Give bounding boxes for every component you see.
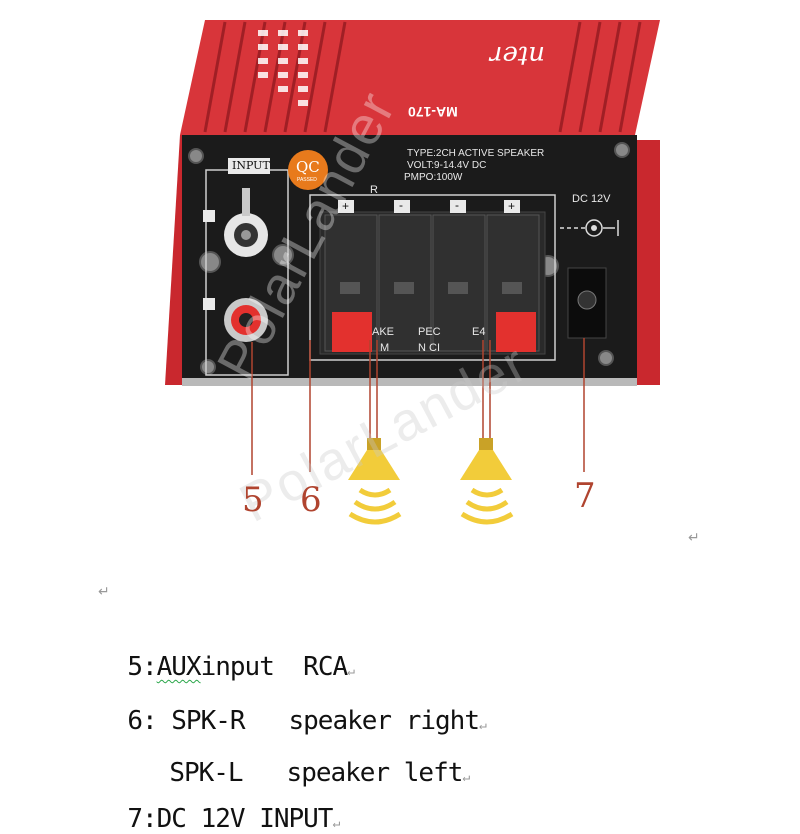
legend-line-1-a: 5: <box>127 652 157 682</box>
spec-line-2: VOLT:9-14.4V DC <box>407 160 487 171</box>
amplifier-photo <box>165 20 660 525</box>
legend-line-4-text: 7:DC 12V INPUT <box>127 804 333 834</box>
speaker-icon-right <box>460 438 514 525</box>
qc-sticker <box>288 150 328 190</box>
speaker-text-3: E4 <box>472 326 486 338</box>
legend-line-1-aux: AUX <box>156 652 202 682</box>
spec-line-3: PMPO:100W <box>404 172 463 183</box>
qc-text: QC <box>296 158 320 176</box>
channel-r-label: R <box>370 184 378 196</box>
paragraph-mark-2: ↵ <box>98 584 110 600</box>
callout-5: 5 <box>242 480 264 520</box>
legend-line-3: SPK-L speaker left↵ <box>140 728 470 788</box>
speaker-text-1: AKE <box>372 326 395 338</box>
callout-6: 6 <box>300 480 322 520</box>
callout-7: 7 <box>574 476 596 516</box>
legend-para-mark-1: ↵ <box>347 664 355 679</box>
legend-line-1-c: input RCA <box>200 652 349 682</box>
amplifier-housing <box>165 20 660 385</box>
model-text: MA-170 <box>408 104 458 120</box>
speaker-icon-left <box>348 438 402 525</box>
rca-jack-red <box>224 298 268 342</box>
legend-line-2: 6: SPK-R speaker right↵ <box>98 676 486 736</box>
spec-line-1: TYPE:2CH ACTIVE SPEAKER <box>407 148 545 159</box>
qc-sub: PASSED <box>297 177 317 183</box>
speaker-text-4: M <box>380 342 390 354</box>
legend-line-3-text: SPK-L speaker left <box>169 758 463 788</box>
legend-para-mark-2: ↵ <box>479 718 487 733</box>
terminal-mark-1: + <box>342 199 350 213</box>
terminal-mark-2: - <box>399 198 403 212</box>
legend-line-1: 5:AUXinput RCA↵ <box>98 622 355 682</box>
speaker-terminal-outline <box>309 194 556 361</box>
terminal-mark-3: - <box>455 198 459 212</box>
dc-label: DC 12V <box>572 193 611 205</box>
paragraph-mark-1: ↵ <box>688 530 700 546</box>
input-label: INPUT <box>232 159 270 172</box>
dc-jack <box>560 219 619 339</box>
terminal-mark-4: + <box>508 199 516 213</box>
speaker-text-5: N CI <box>418 342 440 354</box>
legend-line-4: 7:DC 12V INPUT↵ <box>98 774 340 834</box>
legend-line-2-text: 6: SPK-R speaker right <box>127 706 480 736</box>
legend-para-mark-4: ↵ <box>332 816 340 831</box>
brand-text: nter <box>490 40 546 70</box>
legend-para-mark-3: ↵ <box>462 770 470 785</box>
callout-lines <box>251 338 585 475</box>
speaker-terminals <box>319 211 546 355</box>
rca-jack-white <box>224 188 268 257</box>
speaker-text-2: PEC <box>418 326 441 338</box>
